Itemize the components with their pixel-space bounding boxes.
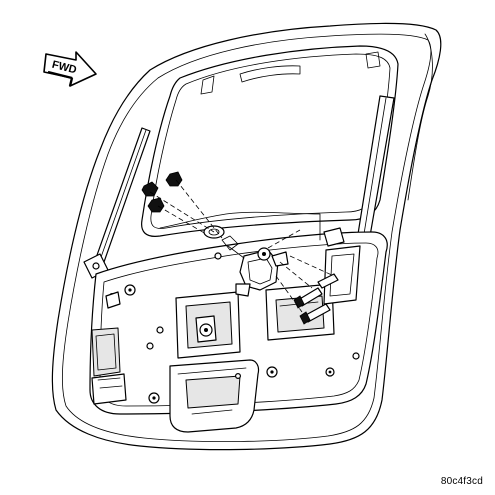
lower-handle-housing bbox=[169, 359, 260, 433]
arrow-right-icon: FWD bbox=[43, 51, 97, 87]
panel-cutout-right bbox=[323, 245, 361, 305]
access-panel-right bbox=[265, 283, 335, 341]
wiper-motor bbox=[221, 235, 289, 297]
figure-code: 80c4f3cd bbox=[440, 476, 483, 487]
window-opening bbox=[141, 45, 399, 237]
panel-tabs bbox=[105, 227, 345, 309]
latch-pocket-center bbox=[175, 291, 241, 359]
exploded-view-lines bbox=[149, 179, 335, 313]
panel-cutout-left bbox=[91, 327, 127, 405]
fwd-label: FWD bbox=[51, 59, 78, 77]
fwd-direction-indicator: FWD bbox=[40, 38, 100, 98]
support-strut-left bbox=[83, 127, 151, 279]
mounting-holes bbox=[108, 252, 360, 404]
